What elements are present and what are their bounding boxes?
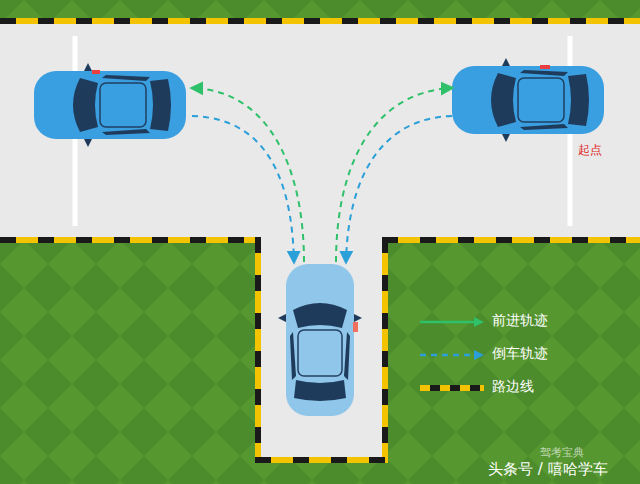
watermark-logo: 驾考宝典: [540, 446, 584, 459]
forward-swatch: [420, 317, 484, 327]
reverse-swatch: [420, 350, 484, 360]
legend-label: 前进轨迹: [492, 312, 548, 329]
legend-label: 倒车轨迹: [492, 345, 548, 362]
curb-swatch: [420, 385, 484, 391]
start-label: 起点: [578, 143, 602, 157]
watermark: 头条号 / 嘻哈学车: [488, 460, 608, 478]
legend-label: 路边线: [492, 378, 534, 395]
